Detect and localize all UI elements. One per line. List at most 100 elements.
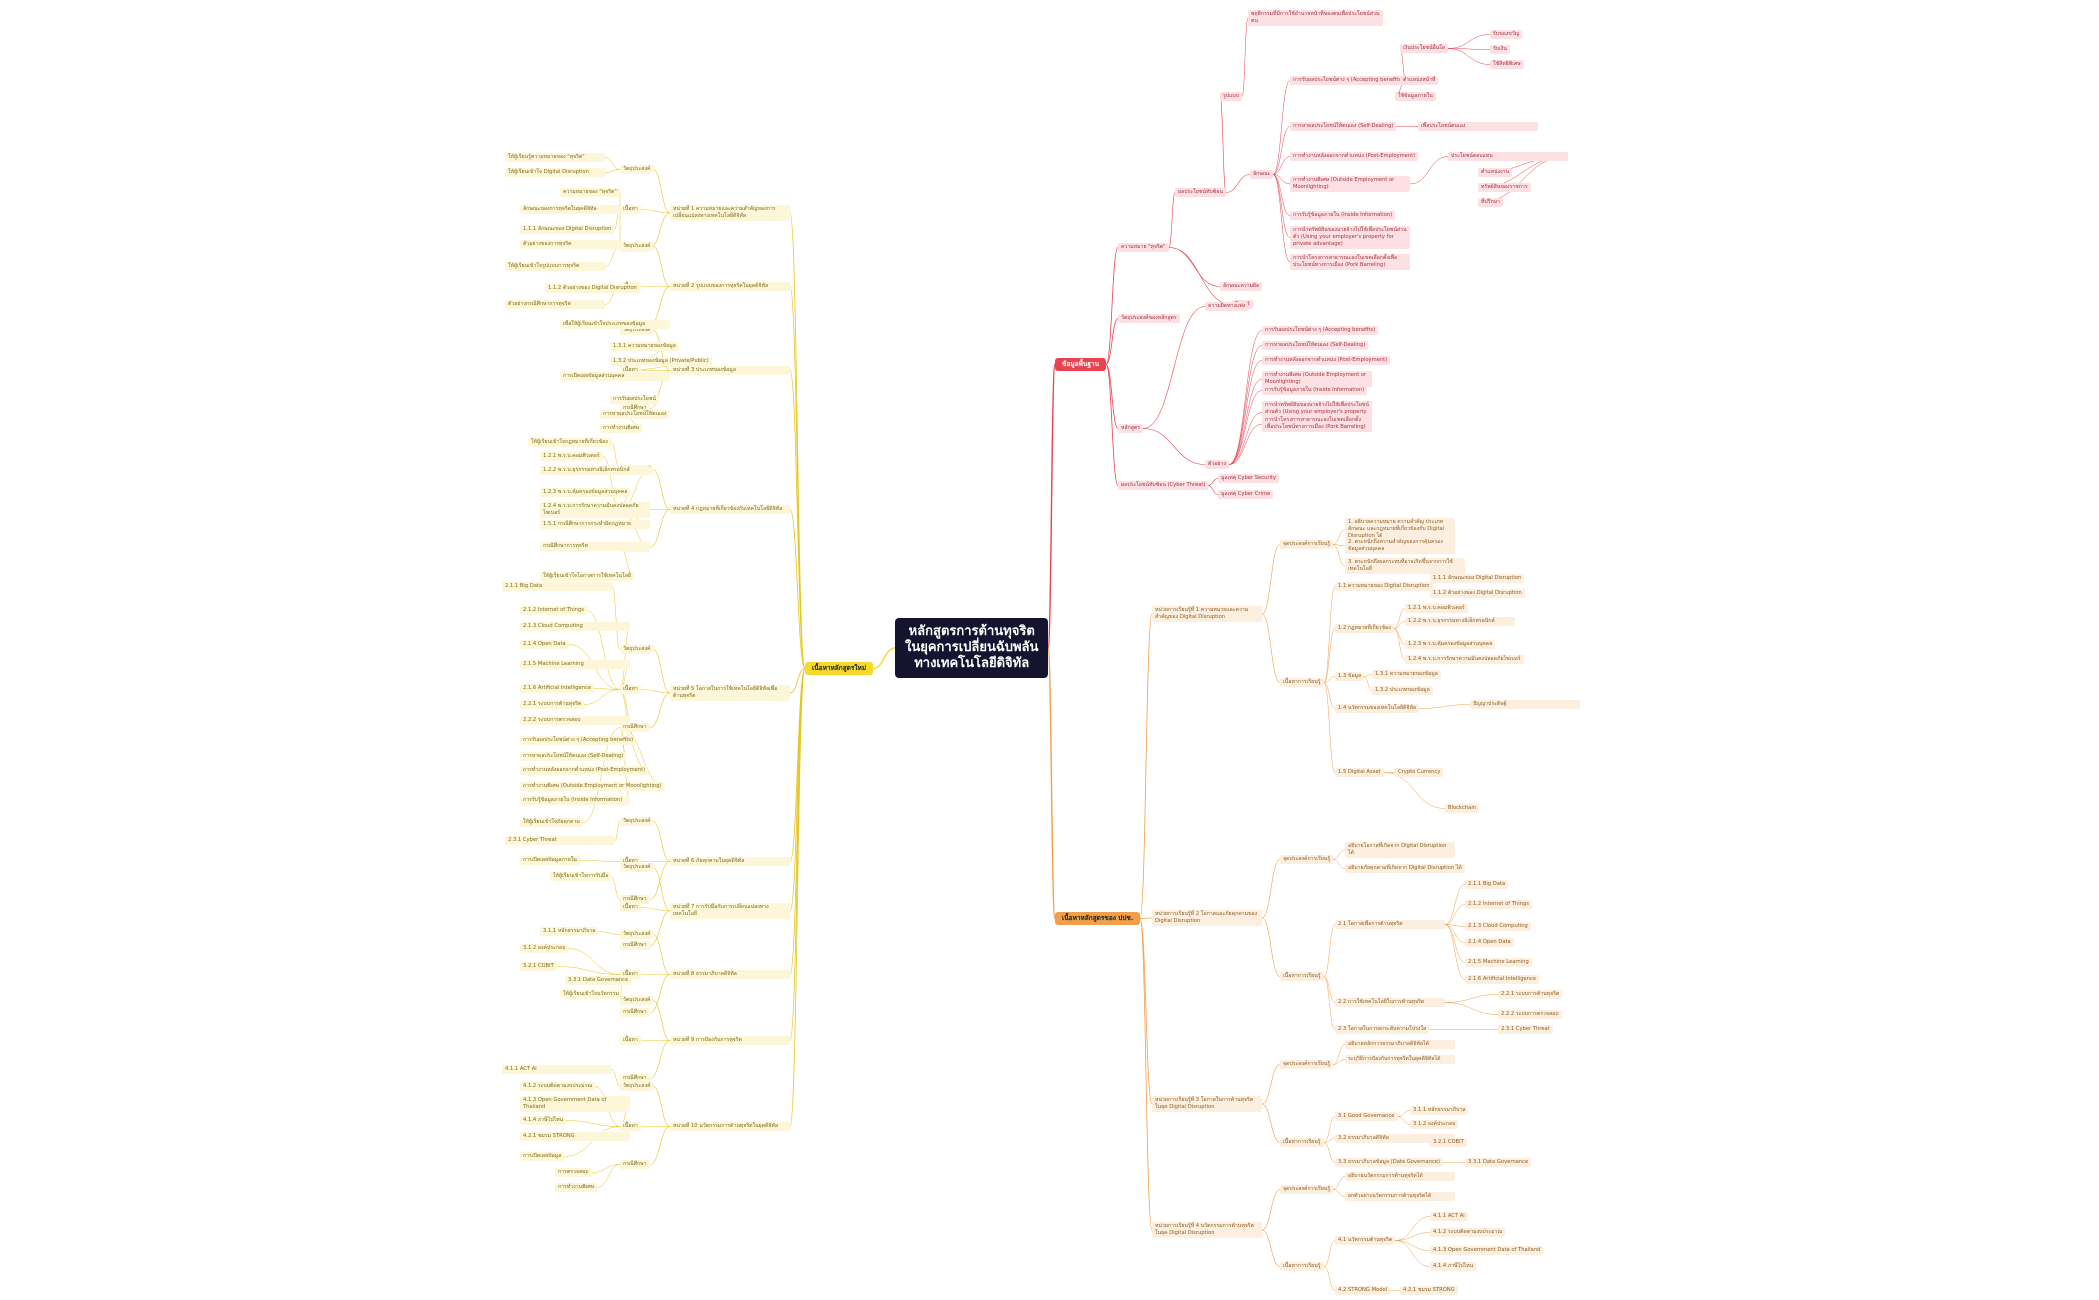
orange-l4-node[interactable]: อธิบายหลักการธรรมาภิบาลดิจิทัลได้: [1345, 1040, 1455, 1049]
orange-l2-node[interactable]: หน่วยการเรียนรู้ที่ 2 โอกาสและภัยคุกคามข…: [1152, 910, 1262, 926]
yellow-l4-node[interactable]: 3.1.1 หลักธรรมาภิบาล: [540, 927, 599, 936]
yellow-l2-node[interactable]: หน่วยที่ 7 การรับมือกับการเปลี่ยนแปลงทาง…: [670, 903, 790, 919]
orange-l4-node[interactable]: 1.3 ข้อมูล: [1335, 672, 1365, 681]
yellow-l3-node[interactable]: วัตถุประสงค์: [620, 817, 654, 826]
yellow-l4-node[interactable]: การทำงานพิเศษ (Outside Employment or Moo…: [520, 782, 665, 791]
orange-l5-node[interactable]: 1.2.3 พ.ร.บ.คุ้มครองข้อมูลส่วนบุคคล: [1405, 640, 1496, 649]
yellow-l4-node[interactable]: 2.1.3 Cloud Computing: [520, 622, 630, 631]
yellow-l4-node[interactable]: การเปิดเผยข้อมูล: [520, 1152, 565, 1161]
yellow-l4-node[interactable]: 4.1.3 Open Government Data of Thailand: [520, 1096, 630, 1112]
yellow-l3-node[interactable]: เนื้อหา: [620, 1036, 641, 1045]
orange-l4-node[interactable]: 1. อธิบายความหมาย ความสำคัญ ประเภท ลักษณ…: [1345, 518, 1455, 541]
orange-l5-node[interactable]: 2.1.2 Internet of Things: [1465, 900, 1532, 909]
orange-l5-node[interactable]: 4.1.1 ACT Ai: [1430, 1212, 1468, 1221]
yellow-l4-node[interactable]: 2.1.6 Artificial Intelligence: [520, 684, 595, 693]
red-l4-node[interactable]: การนำทรัพย์สินของนายจ้างไปใช้เพื่อประโยช…: [1290, 226, 1410, 249]
yellow-l4-node[interactable]: 1.2.4 พ.ร.บ.การรักษาความมั่นคงปลอดภัยไซเ…: [540, 502, 650, 518]
orange-l3-node[interactable]: จุดประสงค์การเรียนรู้: [1280, 540, 1334, 549]
yellow-l4-node[interactable]: 1.2.3 พ.ร.บ.คุ้มครองข้อมูลส่วนบุคคล: [540, 488, 631, 497]
orange-l4-node[interactable]: อธิบายนวัตกรรมการต้านทุจริตได้: [1345, 1172, 1455, 1181]
orange-l5-node[interactable]: 1.3.1 ความหมายของข้อมูล: [1372, 670, 1441, 679]
red-l3-node[interactable]: ลักษณะความผิด: [1220, 282, 1263, 291]
yellow-l4-node[interactable]: 3.3.1 Data Governance: [565, 976, 632, 985]
yellow-l4-node[interactable]: 1.2.2 พ.ร.บ.ธุรกรรมทางอิเล็กทรอนิกส์: [540, 466, 650, 475]
yellow-l4-node[interactable]: การรับรู้ข้อมูลภายใน (Inside Information…: [520, 796, 630, 805]
yellow-l4-node[interactable]: 1.1.1 ลักษณะของ Digital Disruption: [520, 225, 615, 234]
yellow-l3-node[interactable]: กรณีศึกษา: [620, 1160, 650, 1169]
yellow-l4-node[interactable]: ให้ผู้เรียนเข้าใจโอกาสการใช้เทคโนโลยี: [540, 572, 634, 581]
yellow-l4-node[interactable]: การรับผลประโยชน์: [610, 395, 659, 404]
orange-l5-node[interactable]: 1.3.2 ประเภทของข้อมูล: [1372, 686, 1433, 695]
yellow-l3-node[interactable]: กรณีศึกษา: [620, 895, 650, 904]
orange-l4-node[interactable]: 1.1 ความหมายของ Digital Disruption: [1335, 582, 1433, 591]
orange-l3-node[interactable]: จุดประสงค์การเรียนรู้: [1280, 855, 1334, 864]
orange-l4-node[interactable]: 3.3 ธรรมาภิบาลข้อมูล (Data Governance): [1335, 1158, 1444, 1167]
orange-l4-node[interactable]: 3. ตระหนักถึงผลกระทบที่อาจเกิดขึ้นจากการ…: [1345, 558, 1465, 574]
yellow-l3-node[interactable]: วัตถุประสงค์: [620, 930, 654, 939]
yellow-l3-node[interactable]: กรณีศึกษา: [620, 723, 650, 732]
red-l3-node[interactable]: มูลเหตุ Cyber Crime: [1218, 490, 1274, 499]
yellow-l4-node[interactable]: ให้ผู้เรียนเข้าใจภัยคุกคาม: [520, 818, 583, 827]
yellow-l2-node[interactable]: หน่วยที่ 4 กฎหมายที่เกี่ยวข้องกับเทคโนโล…: [670, 505, 790, 514]
orange-l4-node[interactable]: ยกตัวอย่างนวัตกรรมการต้านทุจริตได้: [1345, 1192, 1455, 1201]
orange-l5-node[interactable]: 1.1.1 ลักษณะของ Digital Disruption: [1430, 574, 1525, 583]
red-l2-node[interactable]: ผลประโยชน์ทับซ้อน (Cyber Threat): [1118, 481, 1209, 490]
orange-l5-node[interactable]: 4.1.3 Open Government Data of Thailand: [1430, 1246, 1544, 1255]
main-topic-new-course[interactable]: เนื้อหาหลักสูตรใหม่: [805, 662, 874, 675]
orange-l4-node[interactable]: 2.2 การใช้เทคโนโลยีในการต้านทุจริต: [1335, 998, 1445, 1007]
yellow-l3-node[interactable]: กรณีศึกษา: [620, 1008, 650, 1017]
red-l4-node[interactable]: ใช้ข้อมูลภายใน: [1395, 92, 1436, 101]
red-l3-node[interactable]: ตัวอย่าง: [1205, 460, 1229, 469]
yellow-l4-node[interactable]: 4.1.4 ภาษีไปไหน: [520, 1116, 567, 1125]
red-l3-node[interactable]: ผลประโยชน์ทับซ้อน: [1175, 188, 1226, 197]
red-l4-node[interactable]: การหาผลประโยชน์ให้ตนเอง (Self-Dealing): [1290, 122, 1397, 131]
yellow-l4-node[interactable]: การรับผลประโยชน์ต่าง ๆ (Accepting benefi…: [520, 736, 637, 745]
red-l4-node[interactable]: การนำโครงการสาธารณะลงในเขตเลือกตั้งเพื่อ…: [1262, 416, 1372, 432]
yellow-l3-node[interactable]: วัตถุประสงค์: [620, 326, 654, 335]
yellow-l4-node[interactable]: กรณีศึกษาการทุจริต: [540, 542, 650, 551]
orange-l2-node[interactable]: หน่วยการเรียนรู้ที่ 1 ความหมายและความสำค…: [1152, 606, 1262, 622]
yellow-l2-node[interactable]: หน่วยที่ 10 นวัตกรรมการต้านทุจริตในยุคดิ…: [670, 1122, 790, 1131]
orange-l5-node[interactable]: Blockchain: [1445, 804, 1480, 813]
orange-l4-node[interactable]: 2.1 โอกาสเพื่อการต้านทุจริต: [1335, 920, 1445, 929]
orange-l5-node[interactable]: 2.2.1 ระบบการต้านทุจริต: [1498, 990, 1563, 999]
yellow-l4-node[interactable]: ให้ผู้เรียนเข้าใจรูปแบบการทุจริต: [505, 262, 605, 271]
yellow-l2-node[interactable]: หน่วยที่ 8 ธรรมาภิบาลดิจิทัล: [670, 970, 790, 979]
red-l4-node[interactable]: การทำงานหลังออกจากตำแหน่ง (Post-Employme…: [1290, 152, 1419, 161]
red-l3-node[interactable]: มูลเหตุ Cyber Security: [1218, 474, 1280, 483]
orange-l5-node[interactable]: 2.1.3 Cloud Computing: [1465, 922, 1531, 931]
red-l4-node[interactable]: การรับรู้ข้อมูลภายใน (Inside Information…: [1262, 386, 1368, 395]
orange-l5-node[interactable]: 1.2.1 พ.ร.บ.คอมพิวเตอร์: [1405, 604, 1468, 613]
yellow-l3-node[interactable]: เนื้อหา: [620, 685, 641, 694]
yellow-l4-node[interactable]: ตัวอย่างกรณีศึกษาการทุจริต: [505, 300, 605, 309]
red-l2-node[interactable]: วัตถุประสงค์ของหลักสูตร: [1118, 314, 1180, 323]
red-l4-node[interactable]: การรับผลประโยชน์ต่าง ๆ (Accepting benefi…: [1262, 326, 1379, 335]
red-l3-node[interactable]: รูปแบบ: [1220, 92, 1243, 101]
main-topic-nacc-course[interactable]: เนื้อหาหลักสูตรของ ปปช.: [1055, 912, 1141, 925]
orange-l4-node[interactable]: 1.2 กฎหมายที่เกี่ยวข้อง: [1335, 624, 1394, 633]
red-l4-node[interactable]: เพื่อประโยชน์ตนเอง: [1418, 122, 1538, 131]
orange-l5-node[interactable]: 4.1.4 ภาษีไปไหน: [1430, 1262, 1477, 1271]
yellow-l4-node[interactable]: ให้ผู้เรียนรู้ความหมายของ "ทุจริต": [505, 153, 605, 162]
yellow-l4-node[interactable]: 3.1.2 องค์ประกอบ: [520, 944, 569, 953]
yellow-l4-node[interactable]: 2.2.2 ระบบการตรวจสอบ: [520, 716, 630, 725]
orange-l5-node[interactable]: 2.1.5 Machine Learning: [1465, 958, 1532, 967]
yellow-l4-node[interactable]: 2.1.1 Big Data: [502, 582, 612, 591]
yellow-l4-node[interactable]: ให้ผู้เรียนเข้าใจการรับมือ: [550, 872, 612, 881]
yellow-l3-node[interactable]: วัตถุประสงค์: [620, 863, 654, 872]
orange-l3-node[interactable]: เนื้อหาการเรียนรู้: [1280, 1262, 1324, 1271]
yellow-l4-node[interactable]: 4.1.2 ระบบติดตามงบประมาณ: [520, 1082, 596, 1091]
red-l4-node[interactable]: รับของขวัญ: [1490, 30, 1523, 39]
yellow-l4-node[interactable]: การทำงานพิเศษ: [555, 1183, 598, 1192]
yellow-l4-node[interactable]: การหาผลประโยชน์ให้ตนเอง (Self-Dealing): [520, 752, 627, 761]
orange-l2-node[interactable]: หน่วยการเรียนรู้ที่ 3 โอกาสในการต้านทุจร…: [1152, 1096, 1262, 1112]
orange-l5-node[interactable]: 4.2.1 ชมรม STRONG: [1400, 1286, 1458, 1295]
yellow-l4-node[interactable]: 4.1.1 ACT Ai: [502, 1065, 612, 1074]
red-l4-node[interactable]: การทำงานพิเศษ (Outside Employment or Moo…: [1290, 176, 1410, 192]
yellow-l4-node[interactable]: ให้ผู้เรียนเข้าใจ Digital Disruption: [505, 168, 605, 177]
yellow-l4-node[interactable]: การทำงานพิเศษ: [600, 424, 643, 433]
orange-l5-node[interactable]: 2.2.2 ระบบการตรวจสอบ: [1498, 1010, 1562, 1019]
yellow-l4-node[interactable]: ให้ผู้เรียนเข้าใจกฎหมายที่เกี่ยวข้อง: [528, 438, 611, 447]
red-l4-node[interactable]: การนำโครงการสาธารณะลงในเขตเลือกตั้งเพื่อ…: [1290, 254, 1410, 270]
yellow-l3-node[interactable]: วัตถุประสงค์: [620, 242, 654, 251]
